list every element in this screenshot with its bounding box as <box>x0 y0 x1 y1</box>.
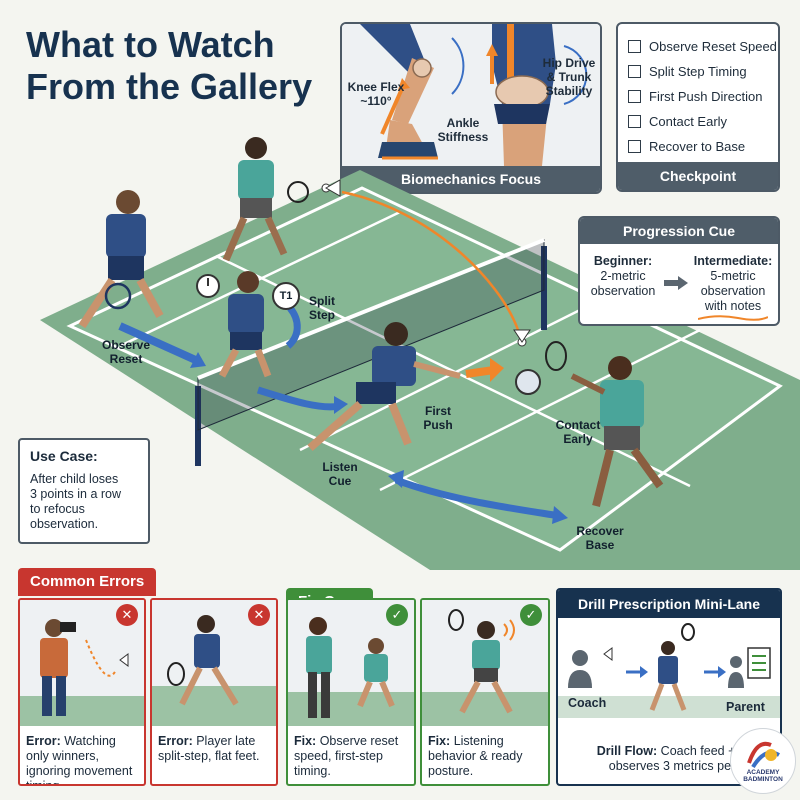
net <box>195 238 547 466</box>
hip-text-3: Stability <box>545 84 593 98</box>
checkbox-icon[interactable] <box>628 40 641 53</box>
biomechanics-illustration <box>342 24 600 166</box>
drill-title: Drill Prescription Mini-Lane <box>558 590 780 618</box>
check-icon: ✓ <box>386 604 408 626</box>
logo-emblem-icon <box>747 741 780 769</box>
fix-card-1: ✓ Fix: Observe reset speed, first-step t… <box>286 598 416 786</box>
fix-caption-2: Fix: Listening behavior & ready posture. <box>428 734 523 778</box>
coach-label: Coach <box>568 696 607 710</box>
player-back-left <box>78 190 164 329</box>
error-caption-2: Error: Player late split-step, flat feet… <box>158 734 260 763</box>
beginner-column: Beginner: 2-metric observation <box>590 254 656 298</box>
checkpoint-footer: Checkpoint <box>618 162 778 190</box>
error-caption-1: Error: Watching only winners, ignoring m… <box>26 734 133 786</box>
checkpoint-item[interactable]: Recover to Base <box>628 134 778 159</box>
use-case-panel: Use Case: After child loses 3 points in … <box>18 438 150 544</box>
checkbox-icon[interactable] <box>628 90 641 103</box>
knee-arc-arrow <box>451 37 465 95</box>
logo-text: ACADEMY BADMINTON <box>743 769 783 783</box>
progression-arrow-icon <box>664 276 688 290</box>
biomechanics-panel: Knee Flex ~110° Ankle Stiffness Hip Driv… <box>340 22 602 194</box>
player-contact-early <box>545 341 664 507</box>
progression-title: Progression Cue <box>580 218 778 244</box>
checkbox-icon[interactable] <box>628 115 641 128</box>
drill-player-figure <box>649 623 695 711</box>
brain-icon <box>515 369 541 395</box>
page-title: What to Watch From the Gallery <box>26 24 312 108</box>
first-push-label: First Push <box>423 404 453 432</box>
checkpoint-item[interactable]: Split Step Timing <box>628 59 778 84</box>
player-first-push <box>307 322 461 452</box>
player-split-step <box>218 271 272 378</box>
listen-cue-label: Listen Cue <box>322 460 358 488</box>
x-icon: ✕ <box>116 604 138 626</box>
title-line-1: What to Watch <box>26 24 275 65</box>
parent-clipboard-icon <box>728 647 771 688</box>
intermediate-column: Intermediate: 5-metric observation with … <box>693 254 773 313</box>
contact-early-label: Contact Early <box>555 418 601 446</box>
knee-flex-label: Knee Flex ~110° <box>344 80 408 108</box>
t1-marker-icon <box>272 282 300 310</box>
knee-leg-figure <box>360 24 438 160</box>
hip-figure <box>492 24 556 166</box>
hip-arc-arrow <box>563 45 588 105</box>
observe-reset-label: Observe Reset <box>101 338 151 366</box>
drill-prescription-panel: Drill Prescription Mini-Lane Coach <box>556 588 782 786</box>
error-card-1: ✕ Error: Watching only winners, ignoring… <box>18 598 146 786</box>
recover-base-label: Recover Base <box>576 524 624 552</box>
checkpoint-panel: Observe Reset Speed Split Step Timing Fi… <box>616 22 780 192</box>
recover-base-arrow <box>394 476 561 520</box>
shuttle-top <box>321 179 341 197</box>
hip-text: Hip Drive <box>542 56 596 70</box>
coach-icon <box>568 650 592 688</box>
hip-drive-label: Hip Drive & Trunk Stability <box>538 56 600 98</box>
x-icon: ✕ <box>248 604 270 626</box>
progression-cue-panel: Progression Cue Beginner: 2-metric obser… <box>578 216 780 326</box>
drill-illustration <box>558 618 780 718</box>
common-errors-tag: Common Errors <box>18 568 157 596</box>
checkpoint-item[interactable]: Contact Early <box>628 109 778 134</box>
parent-label: Parent <box>726 700 765 714</box>
shuttle-contact <box>513 329 531 347</box>
use-case-title: Use Case: <box>30 448 98 464</box>
knee-angle-text: ~110° <box>360 94 392 108</box>
first-push-arrow <box>256 386 341 411</box>
player-back-center <box>222 137 309 262</box>
error-scene-2 <box>152 600 276 726</box>
ankle-text: Ankle <box>446 116 480 130</box>
title-line-2: From the Gallery <box>26 66 313 107</box>
checkpoint-item[interactable]: Observe Reset Speed <box>628 34 778 59</box>
contact-orange-arrow <box>465 366 495 378</box>
ankle-text-2: Stiffness <box>437 130 489 144</box>
split-step-arrow <box>285 305 301 349</box>
hip-text-2: & Trunk <box>546 70 592 84</box>
drill-flow-text: Drill Flow: Coach feed + P observes 3 me… <box>596 744 748 773</box>
fix-scene-2 <box>422 600 548 726</box>
observe-reset-arrow <box>118 322 202 366</box>
ankle-label: Ankle Stiffness <box>428 116 498 144</box>
fix-scene-1 <box>288 600 414 726</box>
knee-up-arrow <box>380 83 406 135</box>
fix-caption-1: Fix: Observe reset speed, first-step tim… <box>294 734 399 778</box>
check-icon: ✓ <box>520 604 542 626</box>
use-case-text: After child loses 3 points in a row to r… <box>30 472 122 531</box>
checkbox-icon[interactable] <box>628 65 641 78</box>
t1-label: T1 <box>279 290 293 302</box>
fix-card-2: ✓ Fix: Listening behavior & ready postur… <box>420 598 550 786</box>
error-card-2: ✕ Error: Player late split-step, flat fe… <box>150 598 278 786</box>
checkpoint-list: Observe Reset Speed Split Step Timing Fi… <box>618 24 778 159</box>
shuttle-trajectory <box>341 190 520 331</box>
court-illustration <box>40 137 800 570</box>
split-step-label: Split Step <box>308 294 335 322</box>
knee-text: Knee Flex <box>347 80 405 94</box>
underline-squiggle <box>698 315 768 321</box>
academy-logo: ACADEMY BADMINTON <box>730 728 796 794</box>
checkbox-icon[interactable] <box>628 140 641 153</box>
checkpoint-item[interactable]: First Push Direction <box>628 84 778 109</box>
